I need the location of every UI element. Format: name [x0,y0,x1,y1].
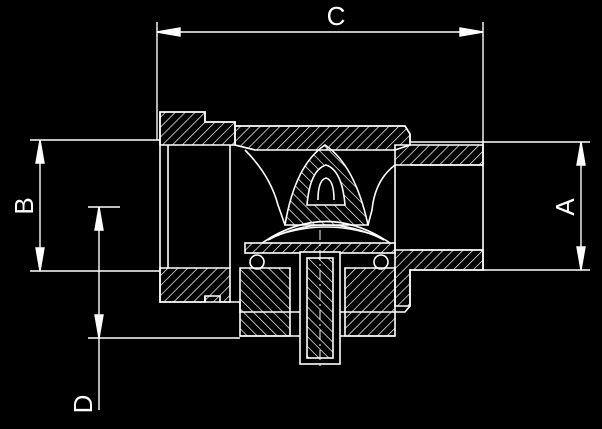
inner-curve-right [367,164,396,226]
arrowhead [94,206,104,231]
dimension-a [483,141,590,271]
arrowhead [35,139,45,164]
dimension-label-c: C [327,1,346,31]
arrowhead [94,314,104,339]
diaphragm-arc [274,226,378,237]
dimension-b [30,139,160,272]
o-ring-left [249,254,265,270]
dome-inner-loop [317,177,335,201]
dimension-label-a: A [550,198,580,216]
arrowhead [459,27,484,37]
dome-cavity [306,164,346,206]
bore-chamfer [234,144,256,151]
right-bottom-wall [394,249,484,307]
arrowhead [576,141,586,166]
poppet-assembly [239,144,396,370]
left-bottom-wall [159,267,231,303]
inner-curve-left [244,149,286,226]
valve-body [159,111,484,313]
o-ring-right [373,254,389,270]
arrowhead [576,246,586,271]
right-top-wall [394,144,484,166]
diaphragm-arc [261,220,391,244]
arrowhead [156,27,181,37]
dimension-label-b: B [9,197,39,214]
dimension-d [88,206,240,410]
left-top-wall [159,111,236,146]
dimension-label-d: D [68,395,98,414]
dimension-c [156,22,484,142]
lower-guide-right [344,267,396,337]
arrowhead [35,247,45,272]
lower-guide-left [239,267,291,337]
